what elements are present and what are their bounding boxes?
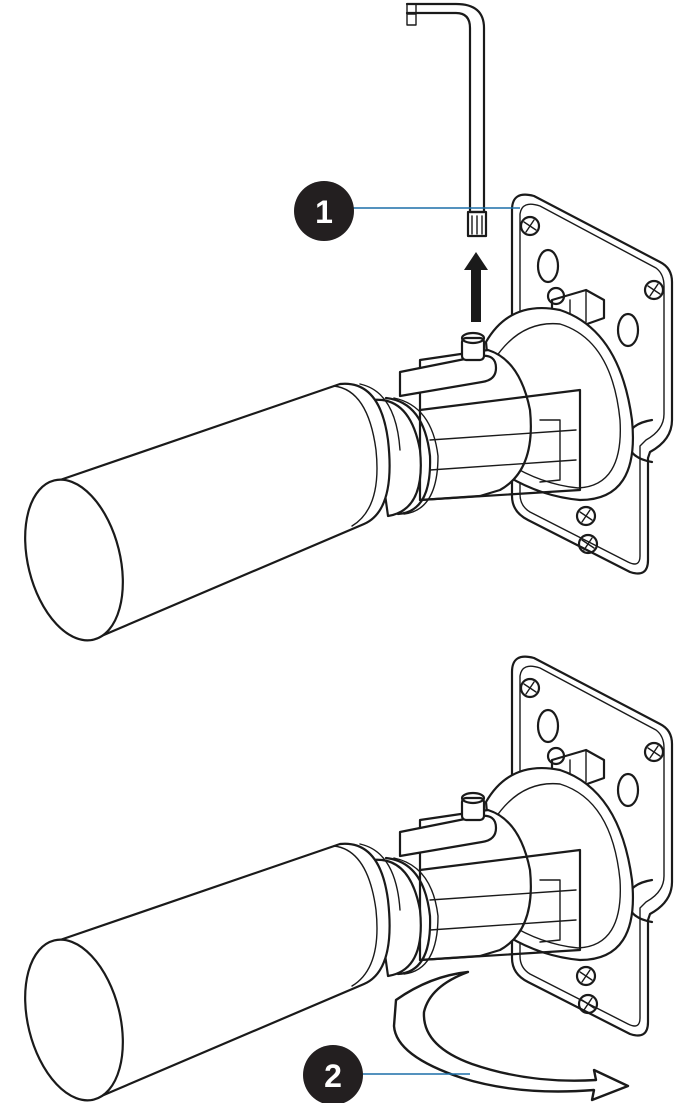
callout-2-badge [303,1045,363,1103]
callout-1: 1 [294,181,520,241]
up-arrow-icon [464,252,488,322]
callout-2-label: 2 [324,1058,342,1094]
callout-2: 2 [303,1045,470,1103]
camera-assembly-bottom [24,655,674,1102]
camera-assembly-top [24,193,674,642]
hex-key-icon [405,2,488,238]
callout-1-badge [294,181,354,241]
callout-1-label: 1 [315,194,333,230]
rotate-arrow-icon [392,970,630,1102]
